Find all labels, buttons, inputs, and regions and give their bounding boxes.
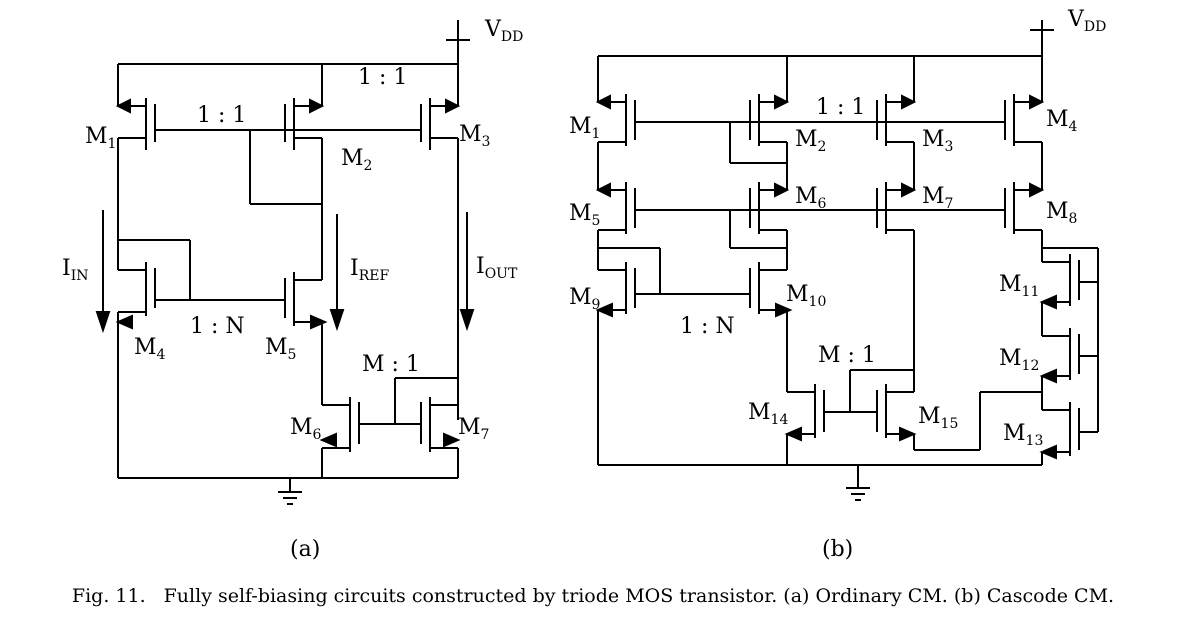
transistor-m4-b [1004,56,1043,190]
m1-label-a: M1 [85,124,116,152]
m6-label-b: M6 [795,184,827,212]
m14-label-b: M14 [748,400,788,428]
transistor-m1 [117,64,156,270]
m7-label-a: M7 [458,415,489,443]
transistor-m5 [284,272,323,405]
labels-b: VDD 1 : 1 1 : N M : 1 M1 M2 M3 M4 M5 M6 … [569,7,1106,562]
ratio-a-mirror: 1 : N [190,314,245,339]
ratio-b-bottom: M : 1 [818,343,876,368]
circuit-b [595,20,1099,501]
m13-label-b: M13 [1003,421,1043,449]
transistor-m6-b [749,182,788,270]
m15-label-b: M15 [918,404,958,432]
m4-label-a: M4 [134,335,166,363]
caption-text: Fully self-biasing circuits constructed … [163,585,1115,607]
circuit-a [95,20,475,505]
ratio-b-mirror: 1 : N [680,314,735,339]
m2-label-b: M2 [795,127,826,155]
transistor-m8-b [1004,182,1043,248]
transistor-m11-b [1041,248,1098,336]
ground-symbol-b [846,465,870,501]
m6-label-a: M6 [290,415,322,443]
transistor-m5-b [597,182,636,270]
vdd-symbol-a [446,20,470,64]
panel-label-a: (a) [290,537,320,562]
transistor-m15-b [876,384,915,450]
transistor-m2 [284,64,323,280]
vdd-symbol-b [1030,20,1054,56]
transistor-m3 [420,64,459,420]
labels-a: VDD 1 : 1 1 : 1 1 : N M : 1 IIN IREF IOU… [62,17,523,562]
m7-label-b: M7 [922,184,953,212]
caption-figure-number: Fig. 11. [71,585,146,607]
m3-label-b: M3 [922,127,953,155]
ratio-b-top: 1 : 1 [816,95,865,120]
transistor-m3-b [876,94,915,190]
transistor-m9-b [597,262,636,465]
m5-label-b: M5 [569,201,600,229]
ratio-a-top-left: 1 : 1 [197,103,246,128]
i-ref-label: IREF [350,256,389,284]
transistor-m10-b [749,262,788,392]
m3-label-a: M3 [459,122,490,150]
transistor-m14-b [786,384,825,465]
m1-label-b: M1 [569,114,600,142]
m10-label-b: M10 [786,282,826,310]
vdd-label-a: VDD [484,17,523,45]
m9-label-b: M9 [569,285,600,313]
m8-label-b: M8 [1046,199,1077,227]
ratio-a-top-right: 1 : 1 [358,65,407,90]
transistor-m12-b [1041,328,1098,410]
m2-label-a: M2 [341,146,372,174]
i-in-label: IIN [62,256,88,284]
transistor-m2-b [749,94,788,190]
m12-label-b: M12 [999,346,1039,374]
panel-label-b: (b) [822,537,853,562]
figure-caption: Fig. 11. Fully self-biasing circuits cons… [0,585,1186,607]
ground-symbol-a [278,478,302,505]
transistor-m4 [117,262,156,478]
transistor-m1-b [597,56,636,190]
vdd-label-b: VDD [1067,7,1106,35]
ratio-a-bottom: M : 1 [362,352,420,377]
m4-label-b: M4 [1046,107,1078,135]
m11-label-b: M11 [999,272,1039,300]
m5-label-a: M5 [265,335,296,363]
i-out-label: IOUT [476,254,518,282]
